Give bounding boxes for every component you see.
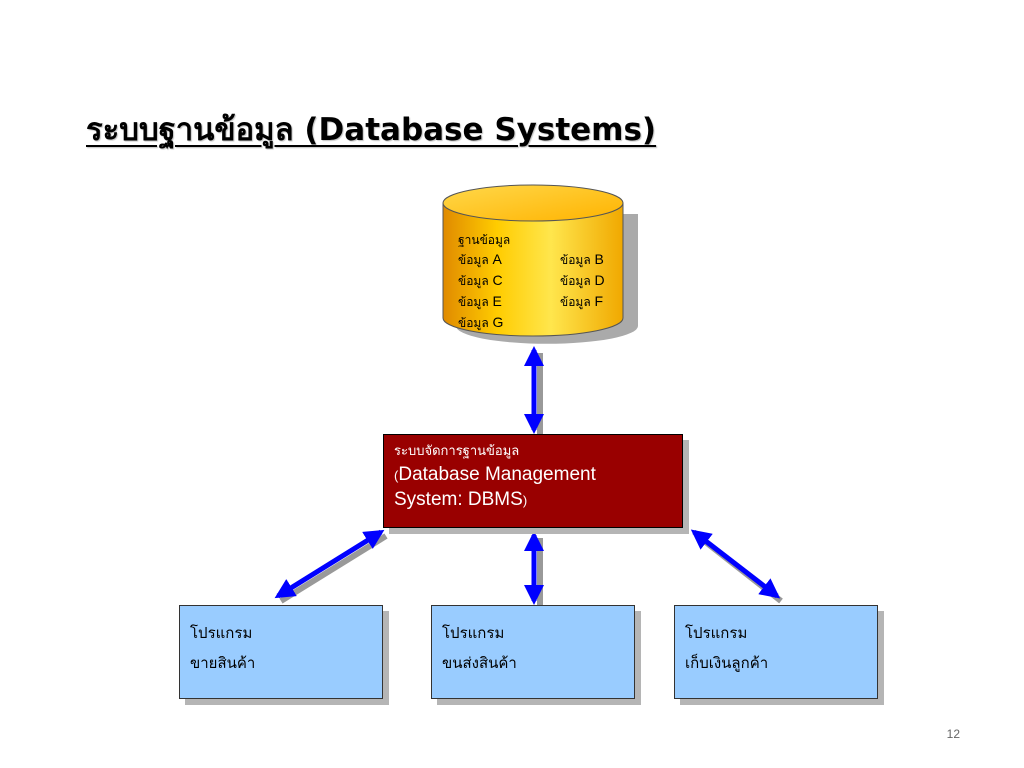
- data-item-e: ข้อมูล E: [458, 293, 502, 309]
- data-item-a: ข้อมูล A: [458, 251, 502, 267]
- page-number: 12: [946, 727, 960, 741]
- program-label: โปรแกรม: [685, 624, 748, 642]
- arrow-dbms-shipping: [524, 531, 544, 606]
- data-item-f: ข้อมูล F: [560, 293, 604, 309]
- program-box-shipping: โปรแกรม ขนส่งสินค้า: [431, 605, 635, 699]
- data-item-g: ข้อมูล G: [458, 314, 504, 330]
- database-items-left: ข้อมูล A ข้อมูล C ข้อมูล E ข้อมูล G: [458, 249, 503, 333]
- data-item-d: ข้อมูล D: [560, 272, 605, 288]
- program-name: ขายสินค้า: [190, 654, 256, 672]
- data-item-c: ข้อมูล C: [458, 272, 503, 288]
- program-name: ขนส่งสินค้า: [442, 654, 517, 672]
- database-items-right: ข้อมูล B ข้อมูล D ข้อมูล F: [560, 249, 605, 312]
- dbms-english-label: (Database Management System: DBMS): [394, 464, 596, 510]
- database-heading: ฐานข้อมูล: [458, 233, 511, 247]
- program-label: โปรแกรม: [442, 624, 505, 642]
- arrow-db-dbms: [524, 346, 544, 435]
- program-box-billing: โปรแกรม เก็บเงินลูกค้า: [674, 605, 878, 699]
- arrow-dbms-sales: [274, 529, 388, 604]
- program-label: โปรแกรม: [190, 624, 253, 642]
- database-label: ฐานข้อมูล: [458, 230, 510, 250]
- database-cylinder: [442, 184, 638, 344]
- program-box-sales: โปรแกรม ขายสินค้า: [179, 605, 383, 699]
- program-name: เก็บเงินลูกค้า: [685, 654, 769, 672]
- slide-title: ระบบฐานข้อมูล (Database Systems): [86, 112, 657, 148]
- dbms-thai-label: ระบบจัดการฐานข้อมูล: [394, 444, 520, 459]
- dbms-box: ระบบจัดการฐานข้อมูล (Database Management…: [383, 434, 683, 528]
- data-item-b: ข้อมูล B: [560, 251, 604, 267]
- arrow-dbms-billing: [690, 529, 783, 604]
